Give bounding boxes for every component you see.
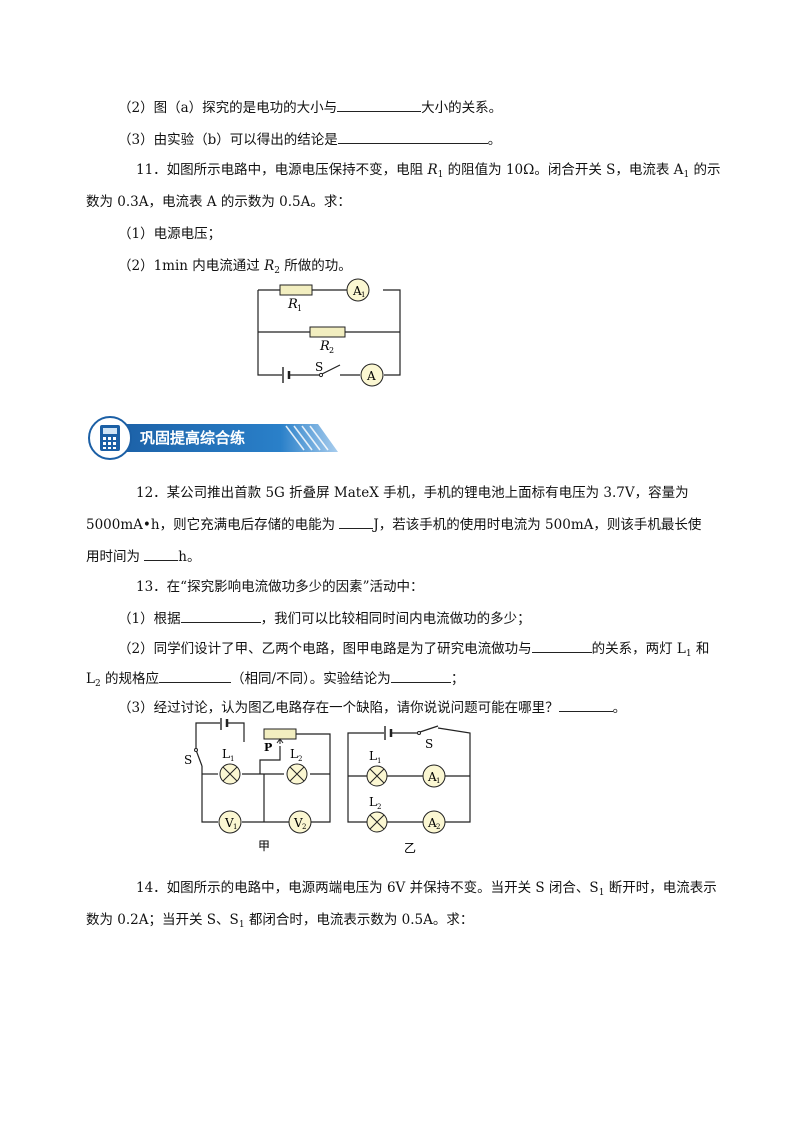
svg-text:P: P bbox=[264, 741, 272, 754]
q12-line-1: 12．某公司推出首款 5G 折叠屏 MateX 手机，手机的锂电池上面标有电压为… bbox=[136, 485, 689, 501]
svg-text:L: L bbox=[369, 795, 377, 809]
svg-text:L: L bbox=[290, 747, 298, 761]
q11-part-1: （1）电源电压； bbox=[118, 226, 222, 242]
voltmeter-v1 bbox=[218, 810, 242, 834]
svg-text:1: 1 bbox=[361, 291, 365, 299]
q12-line-3: 用时间为 h。 bbox=[86, 546, 201, 567]
svg-text:A: A bbox=[366, 369, 376, 383]
blank[interactable] bbox=[337, 97, 422, 112]
svg-text:V: V bbox=[293, 816, 303, 830]
svg-text:A: A bbox=[427, 816, 437, 830]
section-banner: 巩固提高综合练 bbox=[86, 414, 346, 460]
blank[interactable] bbox=[339, 514, 374, 529]
blank[interactable] bbox=[144, 546, 179, 561]
svg-text:A: A bbox=[427, 770, 437, 784]
voltmeter-v2 bbox=[288, 810, 312, 834]
rheostat bbox=[263, 728, 297, 740]
caption-jia: 甲 bbox=[258, 839, 270, 853]
battery-symbol bbox=[282, 367, 291, 383]
blank[interactable] bbox=[531, 638, 592, 653]
q10-line-3: （3）由实验（b）可以得出的结论是。 bbox=[118, 129, 501, 150]
svg-text:R: R bbox=[319, 339, 330, 354]
q14-line-2: 数为 0.2A；当开关 S、S1 都闭合时，电流表示数为 0.5A。求： bbox=[86, 912, 474, 930]
q14-line-1: 14．如图所示的电路中，电源两端电压为 6V 并保持不变。当开关 S 闭合、S1… bbox=[136, 880, 717, 898]
battery-symbol bbox=[220, 718, 229, 730]
ammeter-a bbox=[360, 363, 384, 387]
q13-part-2-cont: L2 的规格应（相同/不同）。实验结论为； bbox=[86, 668, 464, 694]
svg-text:L: L bbox=[222, 747, 230, 761]
ammeter-a1 bbox=[422, 764, 446, 788]
svg-text:2: 2 bbox=[436, 823, 440, 831]
q13-line-1: 13．在“探究影响电流做功多少的因素”活动中： bbox=[136, 579, 424, 595]
blank[interactable] bbox=[390, 668, 451, 683]
svg-text:1: 1 bbox=[436, 777, 440, 785]
switch-label: S bbox=[425, 737, 433, 751]
q11-line-1: 11．如图所示电路中，电源电压保持不变，电阻 R1 的阻值为 10Ω。闭合开关 … bbox=[136, 162, 721, 180]
switch-s[interactable] bbox=[419, 725, 439, 733]
switch-label: S bbox=[315, 360, 323, 374]
calculator-icon bbox=[88, 416, 132, 460]
caption-yi: 乙 bbox=[404, 841, 416, 855]
q13-part-3: （3）经过讨论，认为图乙电路存在一个缺陷，请你说说问题可能在哪里？。 bbox=[118, 697, 626, 718]
svg-text:2: 2 bbox=[329, 346, 334, 355]
switch-s[interactable] bbox=[318, 364, 341, 378]
ammeter-a2 bbox=[422, 810, 446, 834]
svg-text:V: V bbox=[224, 816, 234, 830]
q13-part-2: （2）同学们设计了甲、乙两个电路，图甲电路是为了研究电流做功与的关系，两灯 L1… bbox=[118, 638, 709, 664]
ammeter-a1 bbox=[346, 278, 370, 302]
blank[interactable] bbox=[337, 129, 488, 144]
svg-text:L: L bbox=[369, 749, 377, 763]
svg-text:1: 1 bbox=[230, 755, 234, 763]
circuit-diagrams-q13: S P L 1 L 2 V 1 V 2 甲 bbox=[184, 718, 471, 855]
resistor-r2 bbox=[309, 326, 346, 338]
blank[interactable] bbox=[558, 697, 613, 712]
svg-text:2: 2 bbox=[377, 803, 381, 811]
section-title: 巩固提高综合练 bbox=[140, 429, 246, 447]
svg-text:1: 1 bbox=[377, 757, 381, 765]
q13-part-1: （1）根据，我们可以比较相同时间内电流做功的多少； bbox=[118, 608, 531, 629]
resistor-r1 bbox=[279, 284, 313, 296]
battery-symbol bbox=[384, 726, 393, 740]
svg-text:2: 2 bbox=[302, 823, 306, 831]
svg-text:2: 2 bbox=[298, 755, 302, 763]
svg-text:1: 1 bbox=[297, 304, 302, 313]
circuit-jia: S P L 1 L 2 V 1 V 2 甲 bbox=[184, 718, 331, 853]
circuit-yi: S L 1 A 1 L 2 A 2 乙 bbox=[347, 725, 471, 855]
svg-text:1: 1 bbox=[233, 823, 237, 831]
q11-part-2: （2）1min 内电流通过 R2 所做的功。 bbox=[118, 258, 352, 276]
q11-line-2: 数为 0.3A，电流表 A 的示数为 0.5A。求： bbox=[86, 194, 351, 210]
blank[interactable] bbox=[180, 608, 261, 623]
svg-text:A: A bbox=[352, 284, 362, 298]
switch-label: S bbox=[184, 753, 192, 767]
q10-line-2: （2）图（a）探究的是电功的大小与大小的关系。 bbox=[118, 97, 502, 118]
svg-text:R: R bbox=[287, 297, 298, 312]
q12-line-2: 5000mA•h，则它充满电后存储的电能为 J，若该手机的使用时电流为 500m… bbox=[86, 514, 701, 535]
circuit-diagram-q11: S R 1 R 2 A 1 A bbox=[257, 278, 401, 387]
blank[interactable] bbox=[159, 668, 231, 683]
